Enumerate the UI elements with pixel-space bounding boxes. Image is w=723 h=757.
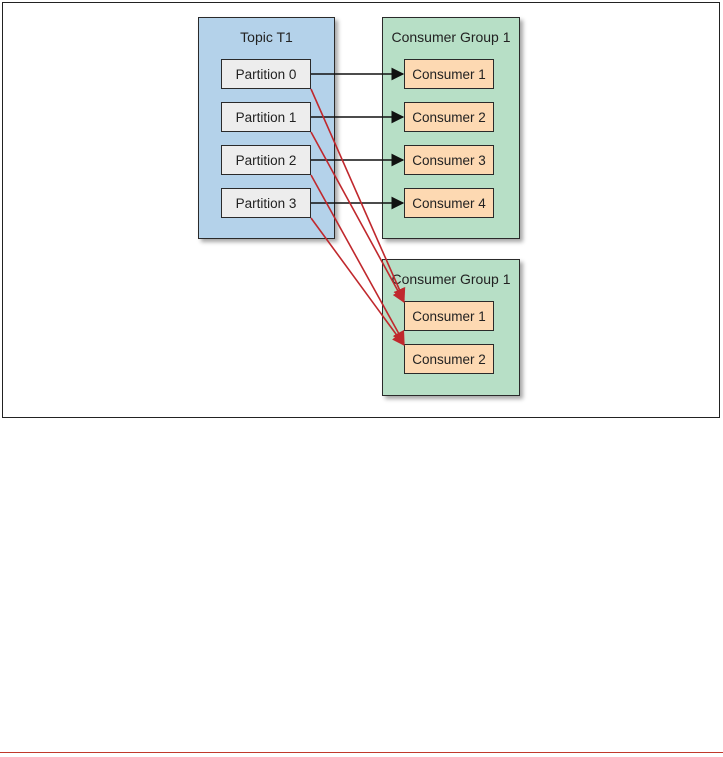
- group1-consumer-4: Consumer 4: [404, 188, 494, 218]
- consumer-group-1-title: Consumer Group 1: [391, 29, 511, 45]
- diagram-frame: [2, 2, 720, 418]
- group2-consumer-1: Consumer 1: [404, 301, 494, 331]
- group1-consumer-3: Consumer 3: [404, 145, 494, 175]
- footer-rule: [0, 752, 723, 753]
- topic-title: Topic T1: [240, 29, 293, 45]
- group2-consumer-2: Consumer 2: [404, 344, 494, 374]
- consumer-group-2-title: Consumer Group 1: [391, 271, 511, 287]
- group1-consumer-2: Consumer 2: [404, 102, 494, 132]
- partition-2: Partition 2: [221, 145, 311, 175]
- partition-0: Partition 0: [221, 59, 311, 89]
- partition-3: Partition 3: [221, 188, 311, 218]
- partition-1: Partition 1: [221, 102, 311, 132]
- group1-consumer-1: Consumer 1: [404, 59, 494, 89]
